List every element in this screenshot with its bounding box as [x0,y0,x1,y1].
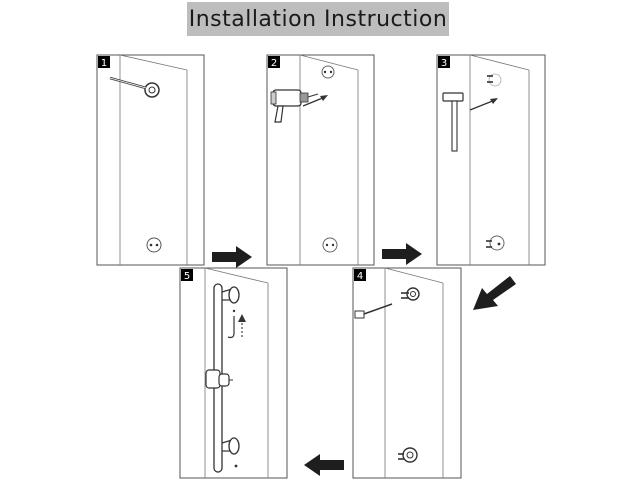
step-4-panel: 4 [352,267,462,479]
step-1-panel: 1 [96,54,205,266]
step-1-number: 1 [101,58,107,69]
step-2-number: 2 [271,58,277,69]
step-5-badge [181,269,193,281]
arrow-icon [302,95,328,107]
step-3-number: 3 [441,58,447,69]
slide-bar-icon [205,283,240,473]
screw-icon [354,303,393,319]
arrow-icon [469,98,498,111]
step-4-badge [354,269,366,281]
hammer-icon [442,92,464,152]
arrow-icon [212,246,252,268]
page-title: Installation Instruction [188,6,448,32]
drill-icon [270,89,319,123]
step-1-badge [98,56,110,68]
step-3-panel: 3 [436,54,546,266]
arrow-icon [473,276,516,310]
title-banner: Installation Instruction [187,2,449,36]
step-3-badge [438,56,450,68]
wall-mark [146,237,162,253]
arrow-icon [382,243,422,265]
step-2-badge [268,56,280,68]
step-2-panel: 2 [266,54,375,266]
pencil-icon [109,76,147,90]
step-5-number: 5 [184,271,190,282]
step-4-number: 4 [357,271,363,282]
step-5-panel: 5 [179,267,288,479]
arrow-icon [238,314,246,337]
arrow-icon [304,454,344,476]
